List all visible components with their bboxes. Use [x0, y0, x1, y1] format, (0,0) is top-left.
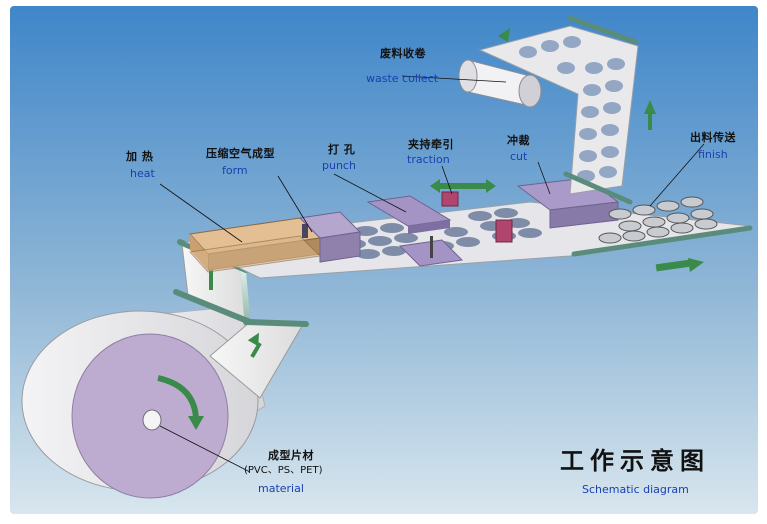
heater-block: [189, 217, 322, 273]
leader-lines: [159, 75, 705, 473]
material-note-label: (PVC、PS、PET): [244, 465, 323, 476]
cut-en-label: cut: [510, 150, 528, 163]
form-en-label: form: [222, 164, 248, 177]
waste-collect-zh-label: 废料收卷: [380, 47, 426, 60]
material-roll: [21, 305, 266, 499]
cut-zh-label: 冲裁: [507, 134, 530, 147]
material-zh-label: 成型片材: [268, 449, 314, 462]
punch-zh-label: 打 孔: [328, 143, 356, 156]
diagram-title-zh: 工作示意图: [560, 447, 710, 475]
traction-zh-label: 夹持牵引: [408, 138, 454, 151]
diagram-canvas: [10, 6, 758, 514]
waste-web: [478, 15, 656, 205]
finish-zh-label: 出料传送: [690, 131, 736, 144]
heat-en-label: heat: [130, 167, 155, 180]
waste-roll: [458, 59, 542, 108]
finished-cups: [598, 196, 718, 244]
heat-zh-label: 加 热: [126, 150, 154, 163]
finish-en-label: finish: [698, 148, 728, 161]
material-en-label: material: [258, 482, 304, 495]
diagram-title-en: Schematic diagram: [582, 483, 689, 496]
cut-unit: [516, 177, 620, 229]
waste-collect-en-label: waste collect: [366, 72, 439, 85]
punch-unit: [366, 195, 464, 267]
form-zh-label: 压缩空气成型: [206, 147, 275, 160]
form-block: [298, 211, 362, 263]
punch-en-label: punch: [322, 159, 356, 172]
traction-en-label: traction: [407, 153, 450, 166]
traction-unit: [430, 179, 513, 243]
finish-arrow: [655, 258, 704, 272]
